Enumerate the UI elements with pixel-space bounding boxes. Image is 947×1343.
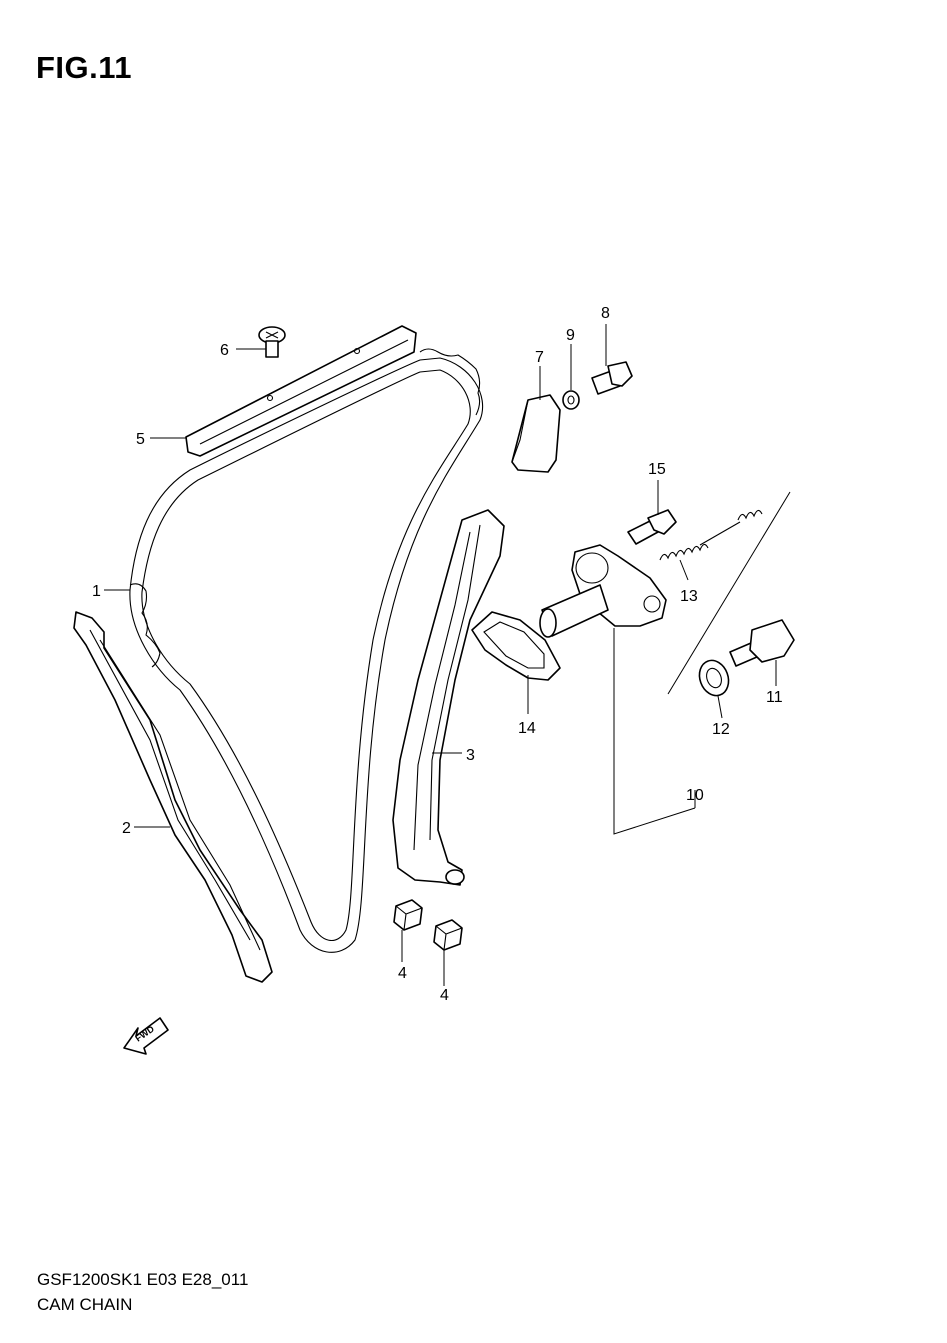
callout-8: 8 — [601, 305, 610, 322]
cam-chain-guide-rear — [392, 509, 505, 886]
figure-title: FIG.11 — [36, 50, 133, 85]
forward-arrow: FWD — [123, 1017, 169, 1055]
tensioner-spring — [659, 509, 763, 561]
tensioner-plug — [729, 619, 795, 667]
callout-15: 15 — [648, 461, 666, 478]
callout-11: 11 — [766, 689, 783, 706]
guide-screw — [258, 326, 286, 358]
callout-12: 12 — [712, 721, 730, 738]
plug-gasket — [698, 659, 730, 697]
callout-10: 10 — [686, 787, 704, 804]
tensioner-pad — [511, 394, 561, 473]
callout-9: 9 — [566, 327, 575, 344]
chain-damper-b — [433, 919, 463, 951]
chain-damper-a — [393, 899, 423, 931]
bolt-8 — [591, 361, 633, 395]
callout-5: 5 — [136, 431, 145, 448]
callout-14: 14 — [518, 720, 536, 737]
diagram-name: CAM CHAIN — [37, 1295, 133, 1314]
leader-lines — [104, 324, 777, 986]
callout-6: 6 — [220, 342, 229, 359]
callout-labels: 1 2 3 4 4 5 6 7 8 9 10 11 12 13 14 15 — [92, 305, 783, 1004]
cam-chain — [129, 348, 484, 953]
bolt-15 — [627, 509, 677, 545]
assembly-bracket-10 — [613, 491, 791, 835]
callout-7: 7 — [535, 349, 544, 366]
washer-9 — [562, 390, 580, 410]
callout-1: 1 — [92, 583, 101, 600]
callout-2: 2 — [122, 820, 131, 837]
tensioner-gasket — [471, 611, 561, 681]
upper-chain-guide — [185, 325, 417, 457]
callout-13: 13 — [680, 588, 698, 605]
cam-chain-guide-front — [73, 611, 273, 983]
diagram-code: GSF1200SK1 E03 E28_011 — [37, 1270, 249, 1289]
cam-chain-tensioner-body — [539, 544, 667, 638]
callout-3: 3 — [466, 747, 475, 764]
callout-4a: 4 — [398, 965, 407, 982]
callout-4b: 4 — [440, 987, 449, 1004]
